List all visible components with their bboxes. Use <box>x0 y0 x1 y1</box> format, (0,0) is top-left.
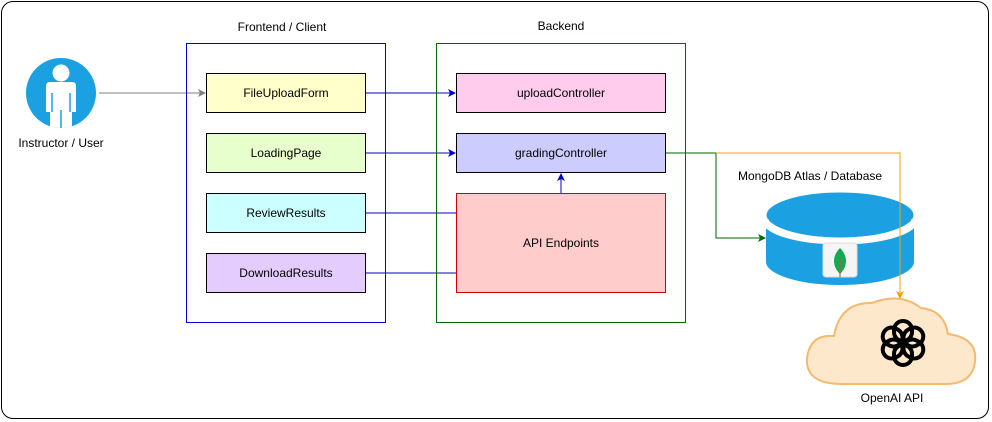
downloadresults-node[interactable]: DownloadResults <box>206 253 366 293</box>
reviewresults-node[interactable]: ReviewResults <box>206 193 366 233</box>
frontend-group <box>186 43 386 323</box>
backend-title: Backend <box>537 19 585 33</box>
database-label: MongoDB Atlas / Database <box>737 169 883 183</box>
frontend-title: Frontend / Client <box>237 20 327 34</box>
api-endpoints-node[interactable]: API Endpoints <box>456 193 666 293</box>
backend-group <box>436 43 686 323</box>
fileuploadform-node[interactable]: FileUploadForm <box>206 73 366 113</box>
gradingcontroller-node[interactable]: gradingController <box>456 133 666 173</box>
uploadcontroller-node[interactable]: uploadController <box>456 73 666 113</box>
loadingpage-node[interactable]: LoadingPage <box>206 133 366 173</box>
actor-label: Instructor / User <box>18 136 104 150</box>
openai-label: OpenAI API <box>860 391 924 405</box>
